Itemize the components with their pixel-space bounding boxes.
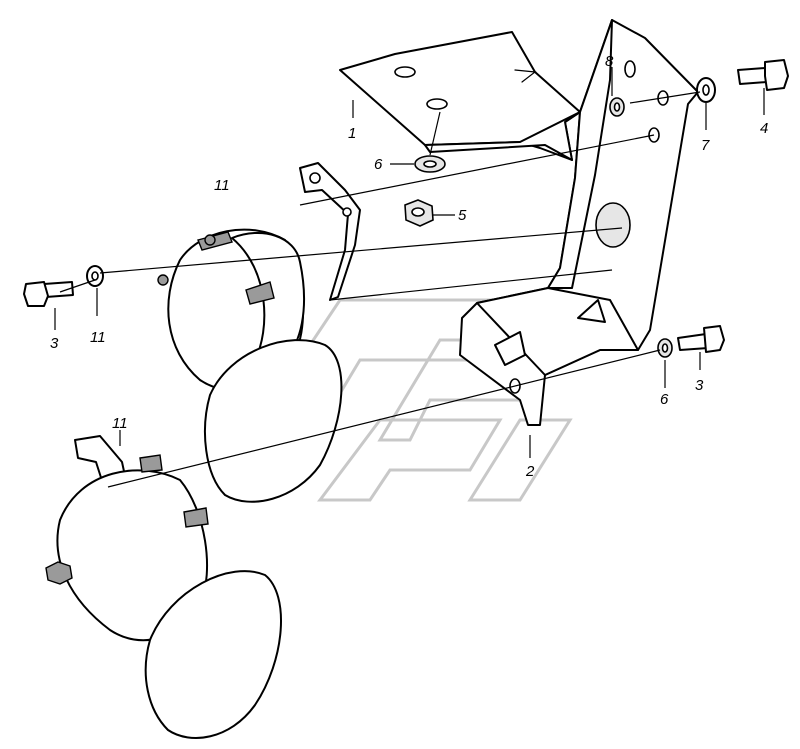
lower-horn [45, 435, 282, 739]
callout-8: 8 [605, 53, 614, 70]
callout-11-lower: 11 [112, 415, 128, 432]
nut-5 [404, 199, 434, 227]
callout-11-top: 11 [214, 177, 230, 194]
upper-horn [157, 162, 361, 503]
callout-3-right: 3 [695, 377, 704, 394]
washer-6-top [414, 155, 446, 173]
bolt-3-left [23, 281, 74, 307]
callout-5: 5 [458, 207, 467, 224]
callout-6-top: 6 [374, 156, 383, 173]
leader-lines [54, 67, 765, 488]
bolt-3-right [677, 325, 725, 353]
main-bracket [459, 19, 699, 426]
callout-4: 4 [760, 120, 768, 137]
washer-6-right [657, 338, 673, 358]
washer-8 [609, 97, 625, 117]
callout-11-left: 11 [90, 329, 106, 346]
washer-7 [696, 77, 716, 103]
callout-2: 2 [525, 463, 535, 480]
upper-bracket [339, 31, 581, 161]
washer-11-left [86, 265, 104, 287]
callouts: 1 2 3 3 4 5 6 6 7 8 11 11 11 [50, 53, 768, 480]
callout-6-right: 6 [660, 391, 669, 408]
callout-1: 1 [348, 125, 356, 142]
callout-3-left: 3 [50, 335, 59, 352]
bolt-4 [737, 59, 789, 91]
callout-7: 7 [701, 137, 710, 154]
